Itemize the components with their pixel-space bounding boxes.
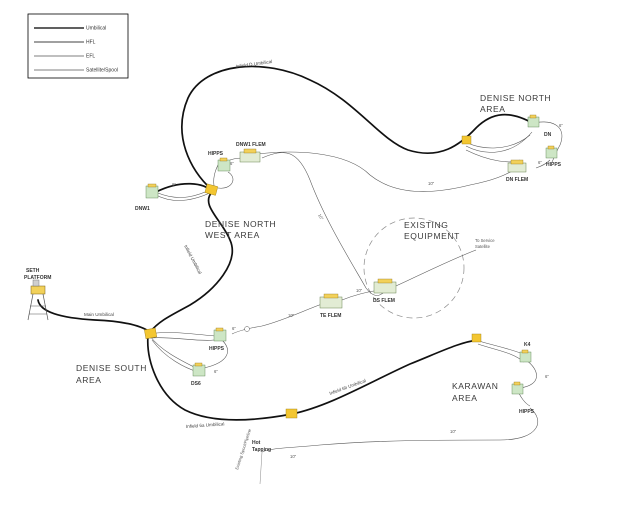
area-denise-south-1: DENISE SOUTH <box>76 363 147 373</box>
label-hipps-k: HIPPS <box>519 409 535 415</box>
hipps-k <box>511 383 524 395</box>
label-main-umbilical: Main Umbilical <box>84 312 114 317</box>
size-label: 6" <box>230 161 234 166</box>
hipps-n <box>545 147 558 159</box>
size-label: 6" <box>214 369 218 374</box>
label-existing-spool: Existing Spool/Pipeline <box>234 428 252 471</box>
label-dnw1: DNW1 <box>135 206 150 212</box>
size-label: 10" <box>450 429 457 434</box>
dn-tree <box>527 116 540 128</box>
seth-platform <box>27 279 49 321</box>
label-hipps-nw: HIPPS <box>208 151 224 157</box>
area-denise-nw-2: WEST AREA <box>205 230 260 240</box>
flowlines <box>149 121 563 485</box>
area-denise-north-2: AREA <box>480 104 506 114</box>
label-hot-tapping-2: Tapping <box>252 447 271 453</box>
legend: Umbilical HFL EFL Satellite/Spool <box>27 13 129 79</box>
label-infield-umbilical-south: Infield 6a Umbilical <box>186 421 225 429</box>
te-flem <box>319 296 343 309</box>
label-hot-tapping-1: Hot <box>252 440 261 446</box>
label-dn: DN <box>544 132 552 138</box>
area-denise-nw-1: DENISE NORTH <box>205 219 276 229</box>
size-label: 10" <box>288 313 295 318</box>
label-k4: K4 <box>524 342 531 348</box>
hipps-nw <box>217 159 231 172</box>
legend-hfl: HFL <box>86 40 96 46</box>
size-label: 6" <box>172 182 176 187</box>
dnw1-flem <box>239 151 261 163</box>
hipps-s <box>213 329 227 342</box>
existing-equipment-boundary <box>363 217 465 319</box>
area-karawan-2: AREA <box>452 393 478 403</box>
legend-umbilical: Umbilical <box>86 26 106 32</box>
area-karawan-1: KARAWAN <box>452 381 499 391</box>
size-label: 10" <box>317 213 325 221</box>
area-denise-south-2: AREA <box>76 375 102 385</box>
label-dn-flem: DN FLEM <box>506 177 528 183</box>
label-infield-umbilical-nw: Infield Umbilical <box>183 244 203 275</box>
label-dnw1-flem: DNW1 FLEM <box>236 142 266 148</box>
label-ds-flem: DS FLEM <box>373 298 395 304</box>
size-label: 6" <box>545 374 549 379</box>
label-hipps-s: HIPPS <box>209 346 225 352</box>
label-to-service-1: To Service <box>475 238 495 243</box>
junction-markers <box>144 135 482 419</box>
size-label: 6" <box>538 160 542 165</box>
flems <box>239 148 527 309</box>
ds6-tree <box>192 364 206 377</box>
size-label: 6" <box>232 326 236 331</box>
area-existing-2: EQUIPMENT <box>404 231 460 241</box>
label-hipps-n: HIPPS <box>546 162 562 168</box>
well-trees <box>145 114 558 395</box>
label-to-service-2: Satellite <box>475 244 491 249</box>
area-existing-1: EXISTING <box>404 220 448 230</box>
platform-label-1: SETH <box>26 268 40 274</box>
dnw1-tree <box>145 185 159 199</box>
label-te-flem: TE FLEM <box>320 313 341 319</box>
size-label: 10" <box>356 288 363 293</box>
label-ds6: DS6 <box>191 381 201 387</box>
legend-efl: EFL <box>86 54 95 60</box>
platform-label-2: PLATFORM <box>24 275 51 281</box>
k4-tree <box>519 351 532 363</box>
label-infield-umbilical-top: Infield D Umbilical <box>235 59 272 69</box>
area-denise-north-1: DENISE NORTH <box>480 93 551 103</box>
dn-flem <box>507 162 527 173</box>
size-label: 10" <box>290 454 297 459</box>
size-label: 10" <box>428 181 435 186</box>
legend-satellite-spool: Satellite/Spool <box>86 68 118 74</box>
ds-flem <box>373 281 397 294</box>
size-label: 6" <box>559 123 563 128</box>
